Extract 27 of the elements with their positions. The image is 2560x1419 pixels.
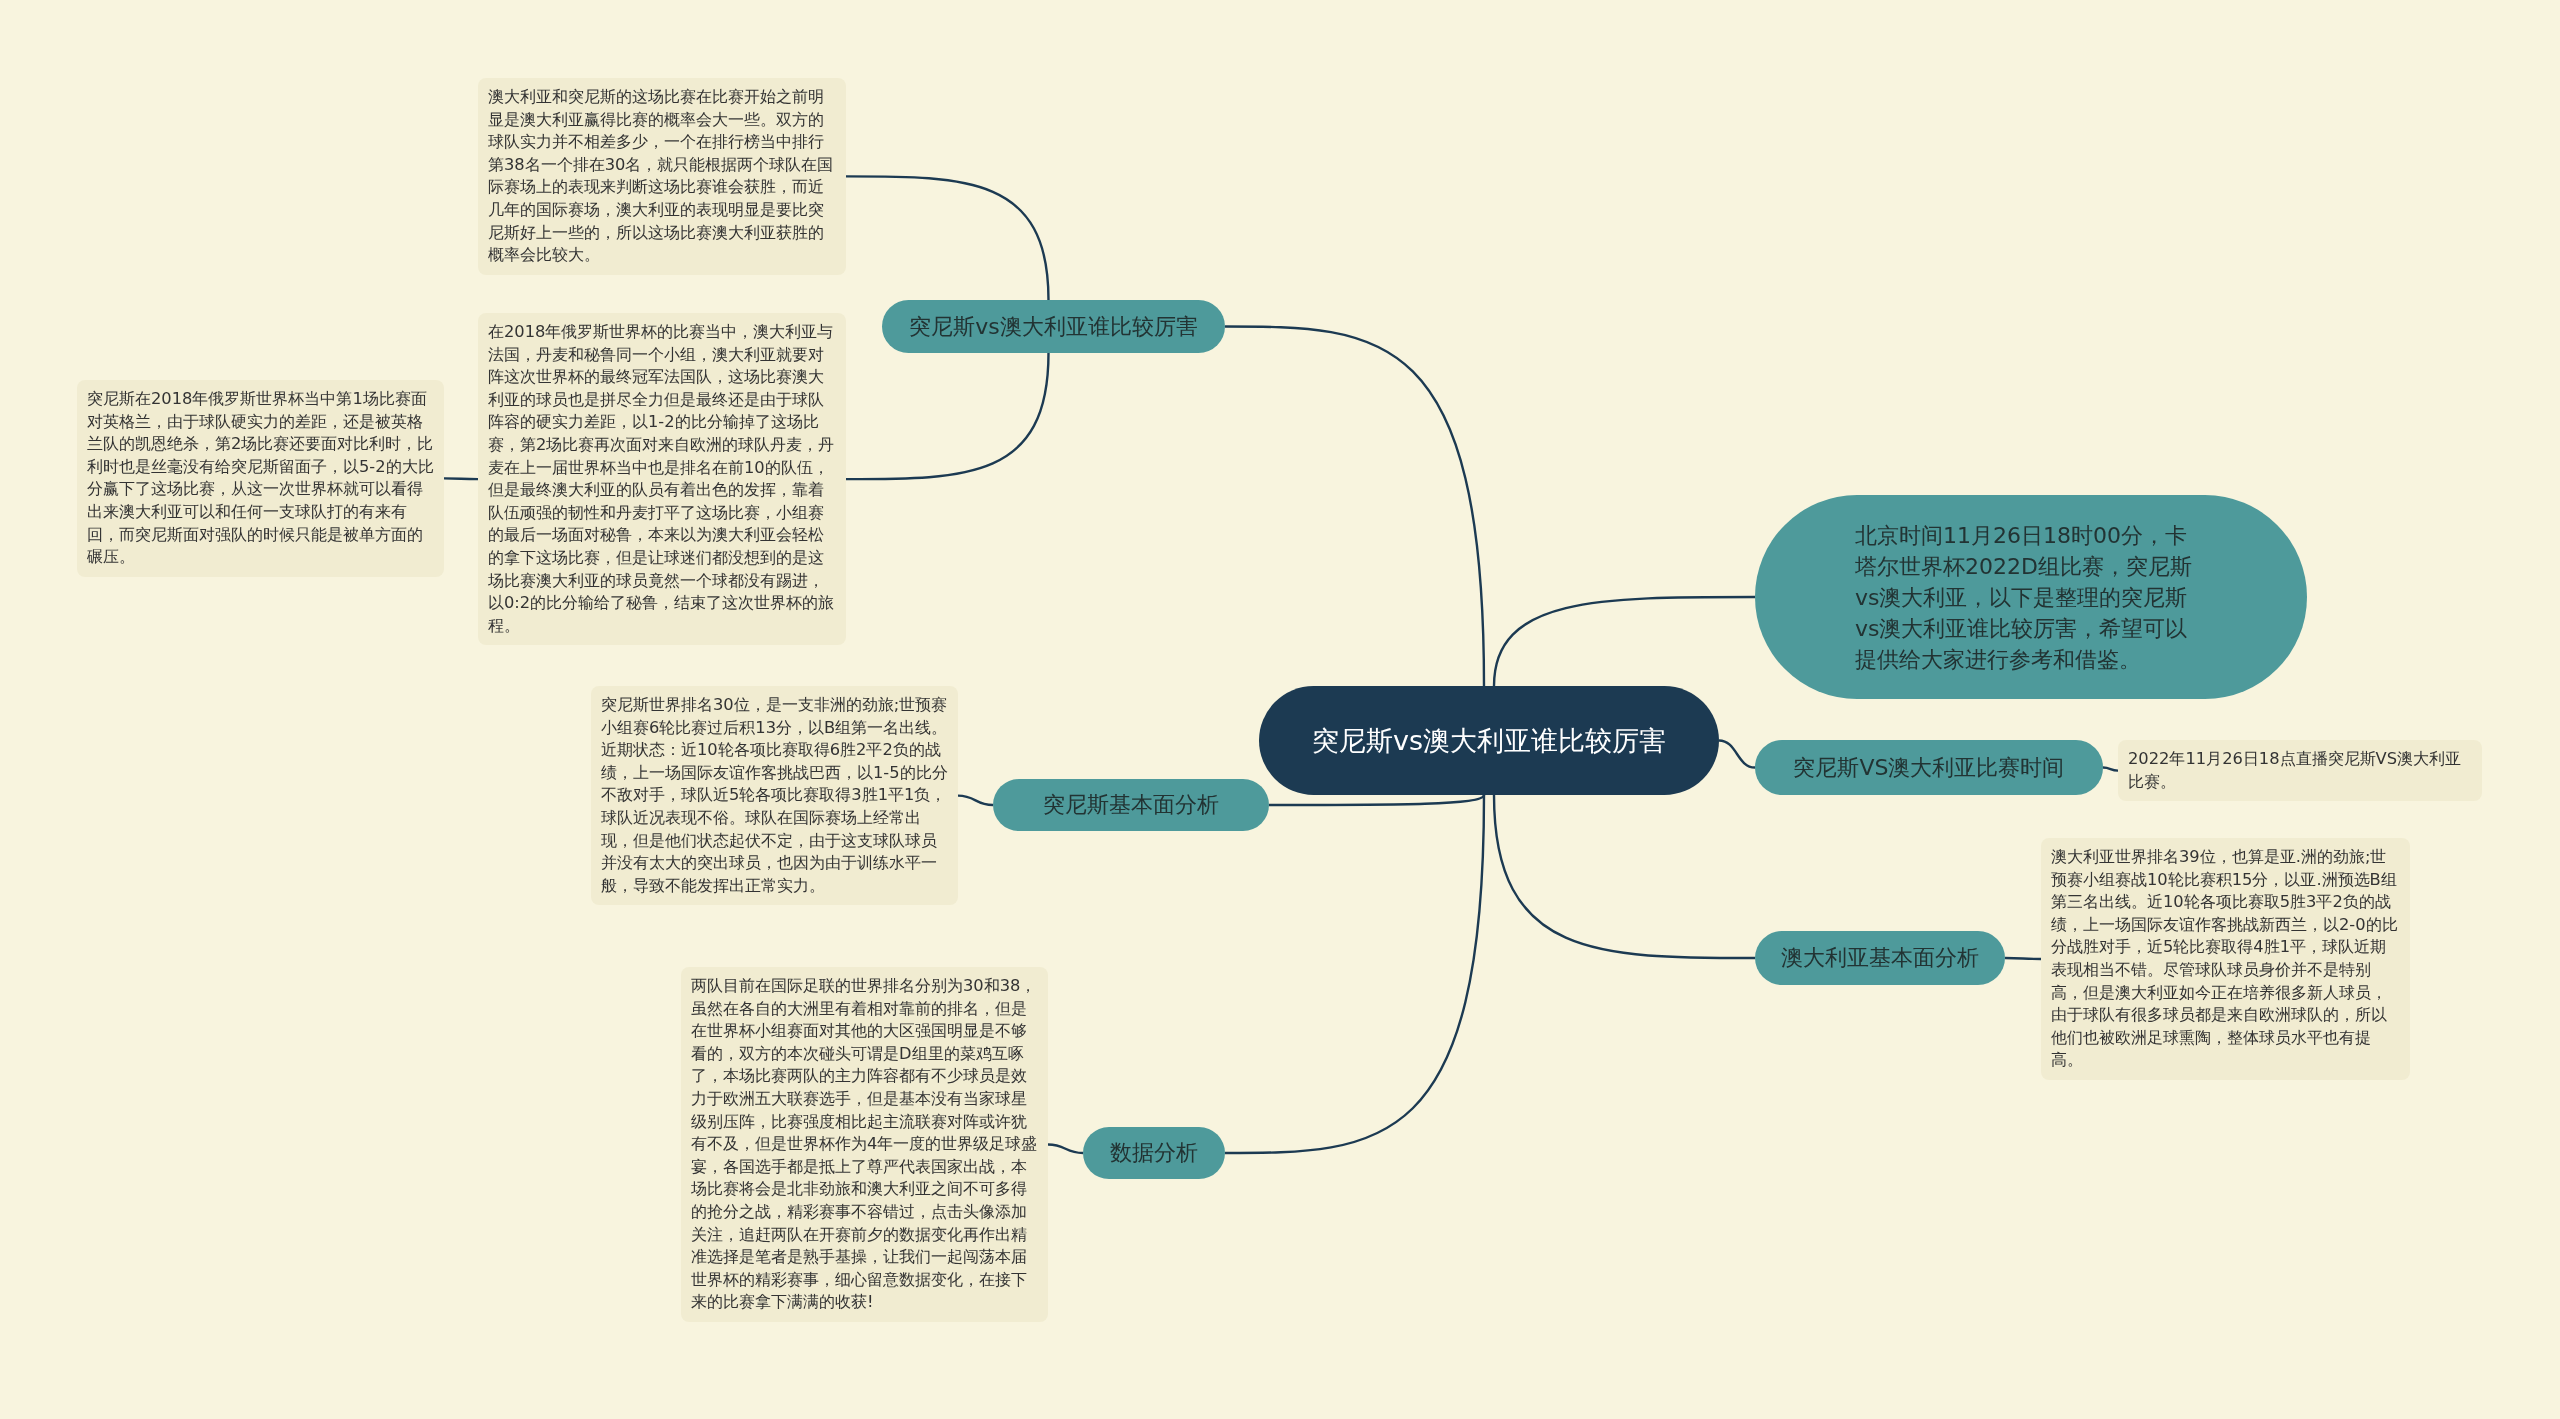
connector-line [1718,739,1756,769]
central-topic: 突尼斯vs澳大利亚谁比较厉害 [1259,686,1719,795]
connector-line [1047,1143,1084,1155]
connector-line [2102,766,2119,772]
connector-line [846,352,1050,481]
text-box: 突尼斯在2018年俄罗斯世界杯当中第1场比赛面对英格兰，由于球队硬实力的差距，还是被英格兰队的凯恩绝杀，第2场比赛还要面对比利时，比利时也是丝毫没有给突尼斯留面子，以5-2的大比分赢下了这场比赛，从这一次世界杯就可以看得出来澳大利亚可以和任何一支球队打的有来有回，而突尼斯面对强队的时候只能是被单方面的碾压。 [77,380,444,577]
connector-line [957,794,994,807]
connector-line [1269,794,1485,807]
text-box: 澳大利亚和突尼斯的这场比赛在比赛开始之前明显是澳大利亚赢得比赛的概率会大一些。双方的球队实力并不相差多少，一个在排行榜当中排行第38名一个排在30名，就只能根据两个球队在国际赛场上的表现来判断这场比赛谁会获胜，而近几年的国际赛场，澳大利亚的表现明显是要比突尼斯好上一些的，所以这场比赛澳大利亚获胜的概率会比较大。 [478,78,846,275]
connector-line [1225,794,1486,1155]
topic-pill: 澳大利亚基本面分析 [1755,931,2005,985]
connector-line [846,175,1050,301]
connector-line [1492,794,1755,960]
text-box: 两队目前在国际足联的世界排名分别为30和38，虽然在各自的大洲里有着相对靠前的排名，但是在世界杯小组赛面对其他的大区强国明显是不够看的，双方的本次碰头可谓是D组里的菜鸡互啄了，本场比赛两队的主力阵容都有不少球员是效力于欧洲五大联赛选手，但是基本没有当家球星级别压阵，比赛强度相比起主流联赛对阵或许犹有不及，但是世界杯作为4年一度的世界级足球盛宴，各国选手都是抵上了尊严代表国家出战，本场比赛将会是北非劲旅和澳大利亚之间不可多得的抢分之战，精彩赛事不容错过，点击头像添加关注，追赶两队在开赛前夕的数据变化再作出精准选择是笔者是熟手基操，让我们一起闯荡本届世界杯的精彩赛事，细心留意数据变化，在接下来的比赛拿下满满的收获! [681,967,1048,1322]
topic-pill: 突尼斯VS澳大利亚比赛时间 [1755,740,2103,795]
connector-line [1225,325,1486,687]
text-box: 澳大利亚世界排名39位，也算是亚.洲的劲旅;世预赛小组赛战10轮比赛积15分，以亚.洲预选B组第三名出线。近10轮各项比赛取5胜3平2负的战绩，上一场国际友谊作客挑战新西兰，以2-0的比分战胜对手，近5轮比赛取得4胜1平，球队近期表现相当不错。尽管球队球员身价并不是特别高，但是澳大利亚如今正在培养很多新人球员，由于球队有很多球员都是来自欧洲球队的，所以他们也被欧洲足球熏陶，整体球员水平也有提高。 [2041,838,2410,1080]
topic-pill: 数据分析 [1083,1127,1225,1179]
topic-bubble: 北京时间11月26日18时00分，卡塔尔世界杯2022D组比赛，突尼斯vs澳大利亚，以下是整理的突尼斯vs澳大利亚谁比较厉害，希望可以提供给大家进行参考和借鉴。 [1755,495,2307,699]
connector-line [2005,956,2041,961]
text-box: 2022年11月26日18点直播突尼斯VS澳大利亚比赛。 [2118,740,2482,802]
text-box: 突尼斯世界排名30位，是一支非洲的劲旅;世预赛小组赛6轮比赛过后积13分，以B组第一名出线。近期状态：近10轮各项比赛取得6胜2平2负的战绩，上一场国际友谊作客挑战巴西，以1-5的比分不敌对手，球队近5轮各项比赛取得3胜1平1负，球队近况表现不俗。球队在国际赛场上经常出现，但是他们状态起伏不定，由于这支球队球员并没有太大的突出球员，也因为由于训练水平一般，导致不能发挥出正常实力。 [591,686,958,906]
connector-line [444,477,478,481]
topic-pill: 突尼斯基本面分析 [993,779,1269,831]
topic-pill: 突尼斯vs澳大利亚谁比较厉害 [882,300,1225,353]
text-box: 在2018年俄罗斯世界杯的比赛当中，澳大利亚与法国，丹麦和秘鲁同一个小组，澳大利亚就要对阵这次世界杯的最终冠军法国队，这场比赛澳大利亚的球员也是拼尽全力但是最终还是由于球队阵容的硬实力差距，以1-2的比分输掉了这场比赛，第2场比赛再次面对来自欧洲的球队丹麦，丹麦在上一届世界杯当中也是排名在前10的队伍，但是最终澳大利亚的队员有着出色的发挥，靠着队伍顽强的韧性和丹麦打平了这场比赛，小组赛的最后一场面对秘鲁，本来以为澳大利亚会轻松的拿下这场比赛，但是让球迷们都没想到的是这场比赛澳大利亚的球员竟然一个球都没有踢进，以0:2的比分输给了秘鲁，结束了这次世界杯的旅程。 [478,313,846,646]
connector-line [1492,595,1755,687]
